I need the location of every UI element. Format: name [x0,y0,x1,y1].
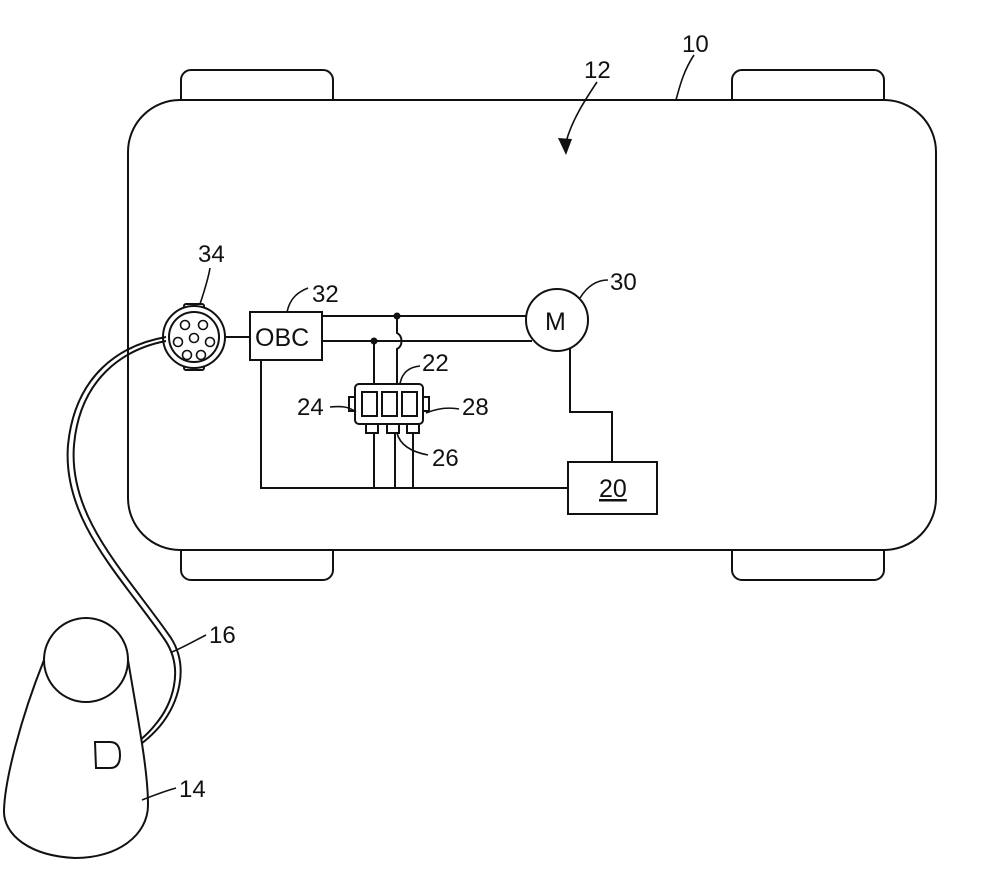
label-charger-station: 14 [179,776,206,803]
label-cell-a: 24 [297,394,324,421]
obc-text: OBC [255,324,309,352]
label-battery-pack: 22 [422,350,449,377]
plug-icon [95,742,120,768]
charge-port [163,304,225,370]
motor-text: M [545,308,566,336]
label-obc: 32 [312,281,339,308]
label-cell-b: 26 [432,445,459,472]
controller-text: 20 [599,475,627,503]
label-cell-c: 28 [462,394,489,421]
label-cable: 16 [209,622,236,649]
charging-station [4,618,148,858]
label-charge-port: 34 [198,241,225,268]
label-motor: 30 [610,269,637,296]
label-vehicle: 10 [682,31,709,58]
leader-16 [172,635,206,652]
leader-10 [676,55,694,100]
label-powertrain: 12 [584,57,611,84]
